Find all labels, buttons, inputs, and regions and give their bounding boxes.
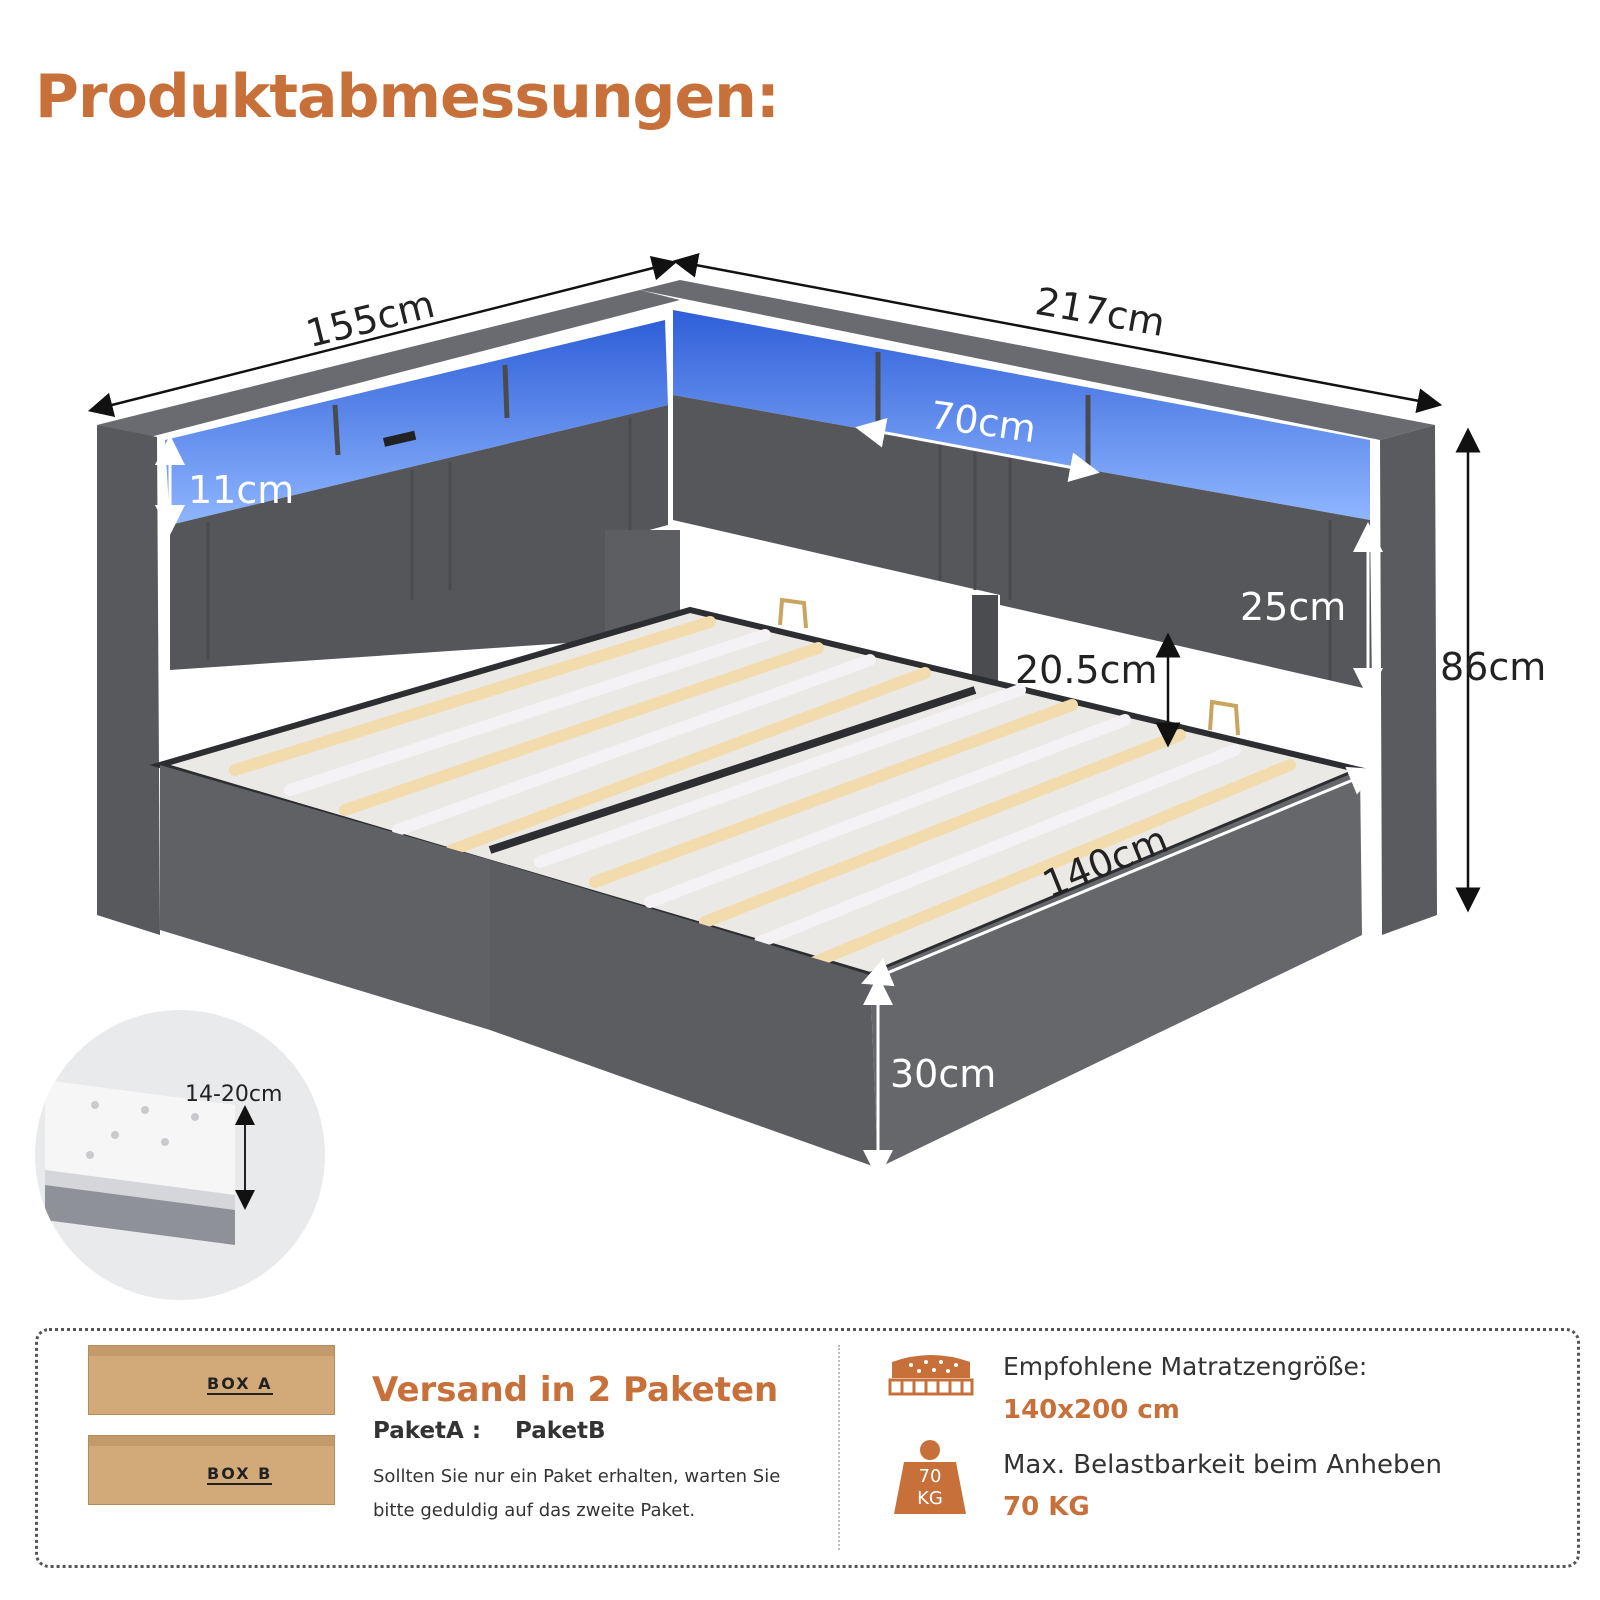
- front-base-right: [490, 860, 878, 1168]
- left-side-post: [97, 425, 160, 935]
- mattress-image: [45, 1080, 255, 1245]
- page-title: Produktabmessungen:: [35, 62, 780, 132]
- info-panel: [35, 1328, 1580, 1568]
- box-b-label: BOX B: [207, 1464, 273, 1485]
- info-divider: [838, 1345, 840, 1550]
- left-backrest: [170, 405, 668, 670]
- dim-11: 11cm: [188, 468, 295, 512]
- mattress-thickness-label: 14-20cm: [185, 1082, 283, 1107]
- shipping-title: Versand in 2 Paketen: [372, 1370, 779, 1410]
- arrow-155: [87, 255, 678, 418]
- arrow-70: [855, 417, 1100, 483]
- mattress-icon: [888, 1355, 974, 1396]
- arrow-140: [861, 766, 1379, 987]
- mattress-inset: [35, 1010, 325, 1300]
- mattress-size-label: Empfohlene Matratzengröße:: [1003, 1352, 1368, 1381]
- package-b-label: PaketB: [515, 1418, 606, 1444]
- box-b: BOX B: [88, 1435, 335, 1505]
- load-capacity-value: 70 KG: [1003, 1492, 1090, 1522]
- package-a-label: PaketA :: [373, 1418, 482, 1444]
- dim-30: 30cm: [890, 1052, 997, 1096]
- dim-86: 86cm: [1440, 645, 1547, 689]
- shipping-note: Sollten Sie nur ein Paket erhalten, wart…: [373, 1466, 781, 1521]
- weight-icon-number: 70: [918, 1466, 942, 1487]
- right-backrest: [673, 395, 1372, 690]
- dim-25: 25cm: [1240, 585, 1347, 629]
- right-side-post: [1380, 425, 1437, 935]
- box-a: BOX A: [88, 1345, 335, 1415]
- arrow-217: [672, 253, 1443, 413]
- weight-icon-unit: KG: [917, 1488, 943, 1509]
- load-capacity-label: Max. Belastbarkeit beim Anheben: [1003, 1450, 1442, 1480]
- dim-20-5: 20.5cm: [1015, 648, 1158, 692]
- weight-icon: 70 KG: [890, 1438, 970, 1518]
- front-base-left: [160, 765, 490, 1030]
- mattress-size-value: 140x200 cm: [1003, 1395, 1180, 1425]
- box-a-label: BOX A: [207, 1374, 273, 1395]
